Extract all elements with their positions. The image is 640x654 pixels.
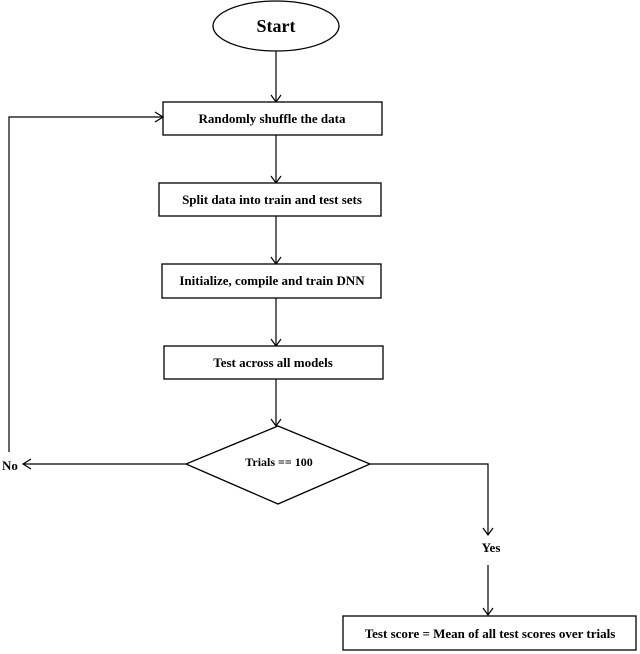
start-label: Start bbox=[257, 16, 296, 36]
edge-yes-to-end bbox=[482, 565, 494, 617]
step-shuffle-label: Randomly shuffle the data bbox=[199, 111, 346, 126]
end-node: Test score = Mean of all test scores ove… bbox=[342, 615, 637, 651]
edge-decision-yes bbox=[370, 463, 494, 537]
end-box bbox=[342, 615, 637, 651]
decision-label: Trials == 100 bbox=[245, 455, 312, 469]
step-train-box bbox=[161, 263, 382, 299]
step-shuffle-box bbox=[162, 101, 383, 136]
start-node: Start bbox=[212, 0, 340, 52]
edge-start-to-shuffle bbox=[270, 51, 282, 104]
branch-no-label: No bbox=[2, 458, 18, 473]
edge-split-to-train bbox=[270, 216, 282, 266]
edge-decision-no bbox=[21, 458, 186, 470]
step-test-box bbox=[163, 345, 384, 380]
step-shuffle: Randomly shuffle the data bbox=[162, 101, 383, 136]
decision-diamond bbox=[184, 425, 372, 505]
step-test: Test across all models bbox=[163, 345, 384, 380]
step-split: Split data into train and test sets bbox=[158, 182, 382, 217]
arrowhead-icon bbox=[482, 607, 494, 617]
arrowhead-icon bbox=[270, 418, 282, 428]
edge-shuffle-to-split bbox=[270, 135, 282, 185]
edge-loop-back-to-shuffle bbox=[8, 111, 165, 452]
end-label: Test score = Mean of all test scores ove… bbox=[365, 626, 616, 641]
branch-yes-label: Yes bbox=[482, 540, 501, 555]
arrowhead-icon bbox=[482, 527, 494, 537]
step-split-box bbox=[158, 182, 382, 217]
edge-train-to-test bbox=[270, 298, 282, 348]
step-split-label: Split data into train and test sets bbox=[182, 192, 362, 207]
step-test-label: Test across all models bbox=[213, 355, 333, 370]
arrowhead-icon bbox=[154, 111, 165, 123]
step-train-label: Initialize, compile and train DNN bbox=[179, 273, 365, 288]
arrowhead-icon bbox=[21, 458, 32, 470]
step-train: Initialize, compile and train DNN bbox=[161, 263, 382, 299]
decision-node: Trials == 100 bbox=[184, 425, 372, 505]
edge-test-to-decision bbox=[270, 379, 282, 428]
